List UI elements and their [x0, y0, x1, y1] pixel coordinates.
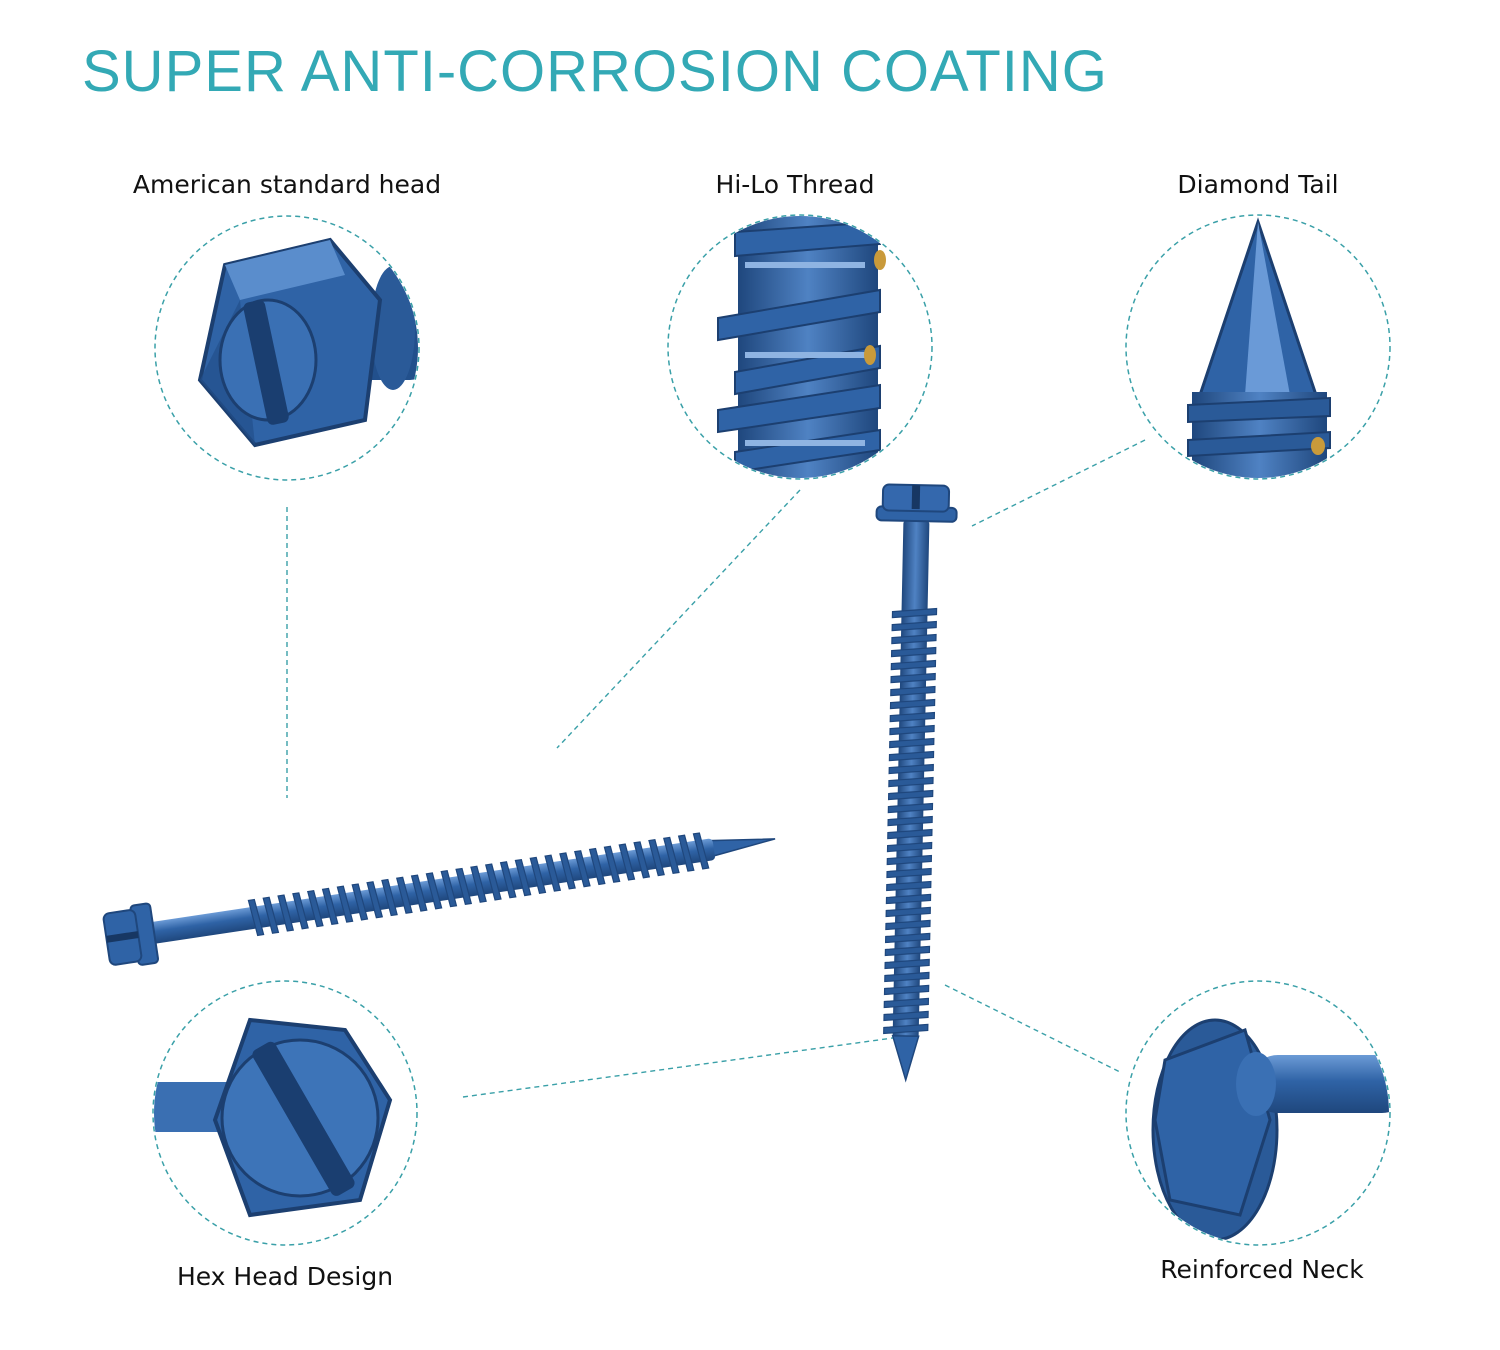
thread-ridge: [886, 880, 932, 892]
label-hex-head-design: Hex Head Design: [176, 1262, 394, 1291]
circle-diamond-tail: [1125, 214, 1391, 480]
thread-ridge: [883, 997, 930, 1009]
thread-ridge: [886, 867, 932, 879]
circle-hex-head: [152, 980, 418, 1246]
thread-ridge: [885, 893, 932, 905]
detail-circles: [152, 214, 1391, 1246]
thread-ridge: [887, 815, 933, 827]
thread-ridge: [888, 750, 935, 762]
detail-diamond-tail-image: [1187, 217, 1331, 478]
thread-ridge: [499, 861, 517, 899]
thread-ridge: [891, 633, 937, 645]
thread-ridge: [890, 646, 937, 658]
thread-ridge: [574, 850, 591, 888]
thread-ridge: [588, 847, 606, 886]
thread-ridge: [886, 841, 933, 853]
thread-ridge: [292, 892, 309, 930]
label-hi-lo-thread: Hi-Lo Thread: [715, 170, 875, 199]
thread-ridge: [883, 984, 930, 996]
thread-ridge: [890, 659, 937, 671]
thread-ridge: [336, 885, 354, 923]
thread-ridge: [883, 1023, 929, 1035]
thread-ridge: [351, 883, 369, 921]
thread-ridge: [891, 620, 937, 632]
thread-ridge: [885, 906, 931, 918]
detail-hi-lo-thread-image: [717, 216, 886, 478]
label-reinforced-neck: Reinforced Neck: [1160, 1255, 1364, 1284]
thread-ridge: [884, 932, 931, 944]
thread-ridge: [889, 724, 935, 736]
thread-ridge: [890, 685, 936, 697]
thread-ridge: [247, 898, 265, 937]
thread-ridge: [559, 852, 576, 890]
thread-ridge: [485, 863, 502, 901]
thread-ridge: [410, 874, 428, 912]
thread-ridge: [366, 881, 384, 919]
guide-lines: [286, 439, 1146, 1098]
thread-ridge: [455, 867, 473, 906]
thread-ridge: [544, 854, 562, 892]
thread-ridge: [884, 971, 930, 983]
thread-ridge: [887, 828, 933, 840]
detail-american-head-image: [197, 237, 418, 448]
thread-ridge: [648, 838, 665, 877]
thread-ridge: [425, 872, 443, 910]
thread-ridge: [885, 919, 931, 931]
detail-reinforced-neck-image: [1151, 1018, 1389, 1242]
guide-line-neck: [944, 984, 1121, 1073]
guide-line-hex: [462, 1036, 901, 1098]
thread-ridge: [440, 870, 458, 908]
circle-reinforced-neck: [1125, 980, 1391, 1246]
guide-line-thread: [556, 489, 801, 749]
thread-ridge: [262, 896, 280, 934]
thread-ridge: [887, 789, 934, 801]
thread-ridge: [890, 672, 936, 684]
thread-ridge: [677, 834, 695, 872]
thread-ridge: [663, 836, 680, 875]
thread-ridge: [395, 876, 413, 914]
thread-ridge: [306, 889, 324, 928]
thread-ridge: [603, 845, 621, 883]
thread-ridge: [886, 854, 933, 866]
circle-hi-lo-thread: [667, 214, 933, 480]
detail-hex-head-image: [154, 1017, 393, 1218]
thread-ridge: [470, 865, 487, 903]
screw-vertical: [875, 483, 958, 1083]
washer-flange: [371, 266, 415, 390]
thread-ridge: [887, 802, 934, 814]
label-american-standard-head: American standard head: [132, 170, 442, 199]
thread-ridge: [277, 894, 295, 932]
thread-ridge: [889, 698, 936, 710]
thread-ridge: [381, 878, 398, 917]
thread-ridge: [884, 945, 931, 957]
thread-ridge: [891, 607, 938, 619]
thread-ridge: [888, 776, 934, 788]
label-diamond-tail: Diamond Tail: [1177, 170, 1339, 199]
thread-ridge: [883, 1010, 929, 1022]
thread-ridge: [888, 763, 934, 775]
thread-ridge: [618, 843, 636, 881]
thread-ridge: [889, 711, 936, 723]
thread-ridge: [692, 832, 710, 870]
circle-american-head: [154, 215, 420, 481]
guide-line-tail: [971, 439, 1146, 527]
thread-ridge: [633, 841, 651, 879]
thread-ridge: [889, 737, 935, 749]
page-title: SUPER ANTI-CORROSION COATING: [82, 39, 1108, 104]
thread-ridge: [321, 887, 339, 926]
thread-ridge: [884, 958, 930, 970]
thread-ridge: [514, 858, 532, 897]
thread-ridge: [529, 856, 547, 894]
screw-diagonal: [102, 832, 776, 966]
